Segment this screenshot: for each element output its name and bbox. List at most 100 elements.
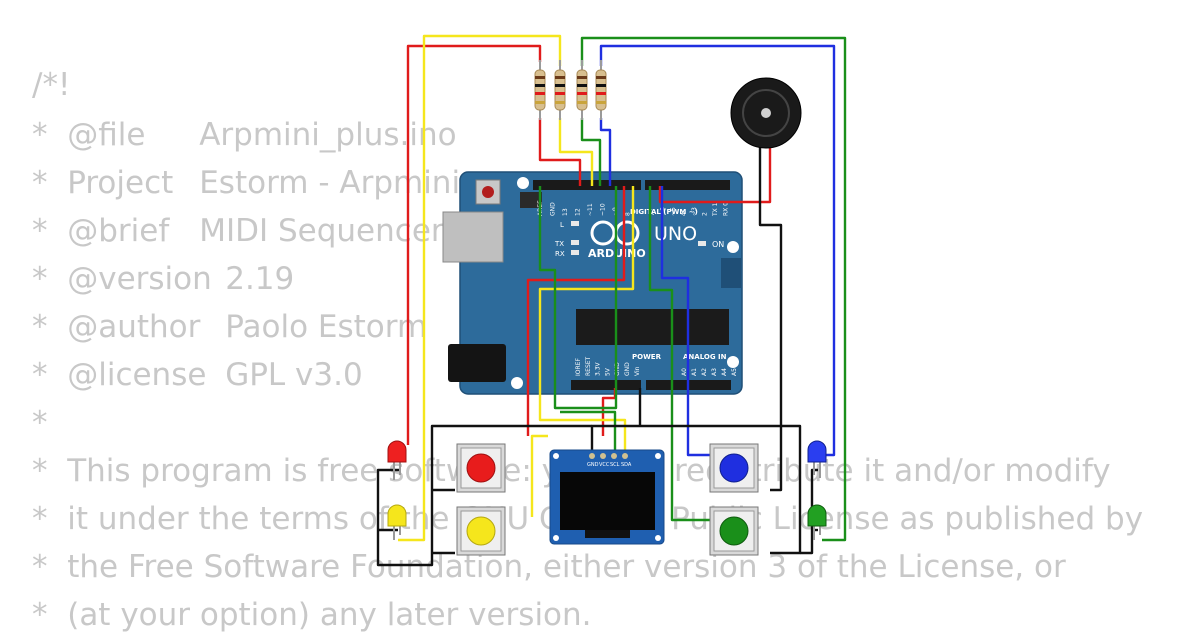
pin-label: 12 <box>575 208 582 216</box>
pin-label: A0 <box>681 368 688 376</box>
mount-hole <box>553 453 559 459</box>
comment-star: * <box>32 405 48 441</box>
pushbutton-green[interactable] <box>709 506 759 556</box>
field-value: MIDI Sequencer <box>199 213 444 249</box>
led-red <box>387 440 407 480</box>
comment-star: * <box>32 549 48 585</box>
resistor <box>595 60 607 120</box>
field-value: GPL v3.0 <box>225 357 363 393</box>
field-key: @author <box>67 309 201 345</box>
pin-label: A1 <box>691 368 698 376</box>
pin-label: 7 <box>649 212 656 216</box>
oled-pin-label: VCC <box>599 462 610 468</box>
led-label: TX <box>554 240 564 248</box>
wire-green <box>580 36 847 542</box>
pin-label: GND <box>624 362 631 376</box>
field-value: Estorm - Arpmini <box>199 165 461 201</box>
buzzer-ring <box>742 89 790 137</box>
pin-label: A4 <box>721 368 728 376</box>
led-blue <box>807 440 827 478</box>
pin-label: GND <box>614 362 621 376</box>
arduino-uno-board[interactable]: UNO ARDUINO ON DIGITAL (PWM ~) POWER ANA… <box>442 171 743 395</box>
comment-star: * <box>32 213 48 249</box>
comment-open: /*! <box>32 67 71 103</box>
pin-label: 3.3V <box>595 361 602 376</box>
oled-pins <box>589 453 628 459</box>
comment-star: * <box>32 309 48 345</box>
field-key: @brief <box>67 213 170 249</box>
field-key: @file <box>67 117 146 153</box>
oled-pin-label: GND <box>587 462 599 468</box>
wire-green <box>648 186 710 522</box>
icsp-header-2 <box>721 258 741 288</box>
license-line: * the Free Software Foundation, either v… <box>32 552 1066 583</box>
comment-star: * <box>32 165 48 201</box>
license-text: the Free Software Foundation, either ver… <box>67 549 1066 585</box>
mount-hole <box>655 535 661 541</box>
led-yellow <box>387 504 407 540</box>
resistors <box>534 60 607 120</box>
license-text: (at your option) any later version. <box>67 597 592 633</box>
wire-green <box>560 410 617 458</box>
mount-hole <box>517 177 529 189</box>
oled-pin-label: SDA <box>621 462 632 468</box>
power-header <box>571 380 641 390</box>
oled-display[interactable]: GND VCC SCL SDA <box>549 449 665 545</box>
field-key: @license <box>67 357 207 393</box>
led-label: L <box>560 221 564 229</box>
pin-label: ~10 <box>600 203 607 216</box>
power-label: POWER <box>632 353 662 361</box>
led-rx <box>571 250 579 255</box>
field-key: Project <box>67 165 174 201</box>
comment-star: * <box>32 261 48 297</box>
wire-red <box>406 44 542 445</box>
pin-label: TX 1 <box>712 202 719 217</box>
pin-label: A5 <box>731 368 738 376</box>
wire-green <box>580 118 602 186</box>
wire-red <box>526 186 626 436</box>
pin-label: 2 <box>702 212 709 216</box>
digital-header-left <box>533 180 641 190</box>
resistor <box>576 60 588 120</box>
reset-button[interactable] <box>482 186 494 198</box>
pin-label: Vin <box>634 366 641 376</box>
wire-red <box>658 146 772 204</box>
pin-label: A2 <box>701 368 708 376</box>
buzzer-center <box>761 108 771 118</box>
wires <box>376 34 847 567</box>
analog-label: ANALOG IN <box>683 353 727 361</box>
mount-hole <box>553 535 559 541</box>
power-jack <box>448 344 506 382</box>
piezo-buzzer[interactable] <box>730 77 802 149</box>
wire-red <box>538 118 582 186</box>
comment-line-project: * Project Estorm - Arpmini <box>32 168 460 199</box>
pushbutton-red[interactable] <box>456 443 506 493</box>
field-key: @version <box>67 261 212 297</box>
pin-label: GND <box>550 202 557 216</box>
pin-label: ~11 <box>587 203 594 216</box>
comment-line-file: * @file Arpmini_plus.ino <box>32 120 457 151</box>
comment-star: * <box>32 357 48 393</box>
wire-blue <box>660 186 712 457</box>
pin-label: RESET <box>585 356 592 376</box>
digital-header-label: DIGITAL (PWM ~) <box>630 208 698 216</box>
oled-screen <box>560 472 655 530</box>
field-value: Arpmini_plus.ino <box>199 117 457 153</box>
atmega-chip <box>576 309 729 345</box>
wire-black <box>376 424 592 567</box>
pin-label: 13 <box>562 208 569 216</box>
comment-star: * <box>32 453 48 489</box>
pin-label: 8 <box>625 212 632 216</box>
comment-star: * <box>32 117 48 153</box>
pin-label: 4 <box>681 212 688 216</box>
wire-blue <box>599 118 612 186</box>
pushbutton-blue[interactable] <box>709 443 759 493</box>
led-l <box>571 221 579 226</box>
mount-hole <box>511 377 523 389</box>
reset-button-body[interactable] <box>475 179 501 205</box>
resistor <box>534 60 546 120</box>
wire-yellow <box>558 118 594 186</box>
pushbutton-yellow[interactable] <box>456 506 506 556</box>
